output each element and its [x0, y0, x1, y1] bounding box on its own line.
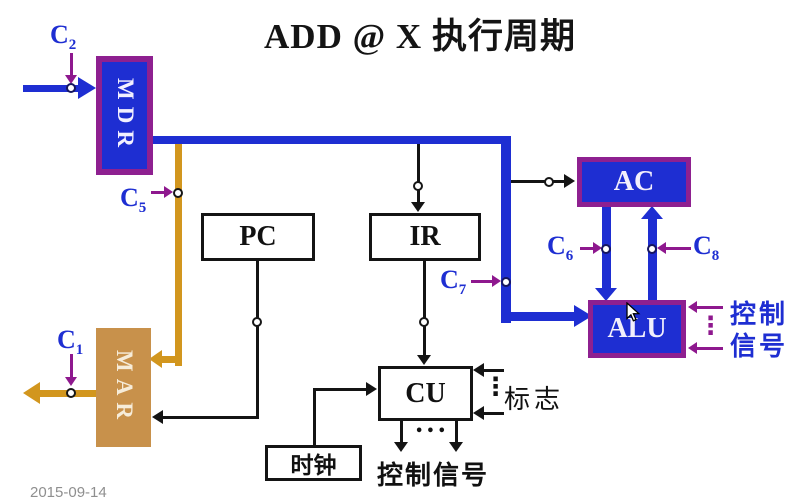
mouse-cursor-icon [626, 301, 642, 329]
c7-arrowhead [492, 275, 501, 287]
c2-arrow-line [70, 53, 73, 76]
pc-to-mar-line [163, 416, 258, 419]
alu-control-bottom-arrowhead [688, 342, 697, 354]
data-bus-horizontal [151, 136, 511, 144]
ir-line-node [413, 181, 423, 191]
c5-label: C5 [120, 183, 147, 217]
mar-output-arrowhead [23, 382, 40, 404]
mdr-block: MDR [96, 56, 153, 175]
cu-output-left-arrowhead [394, 442, 408, 452]
ac-label: AC [613, 166, 655, 197]
clock-block: 时钟 [265, 445, 362, 481]
clock-up-line [313, 388, 316, 445]
ac-input-arrowhead [564, 174, 575, 188]
mar-block: MAR [96, 328, 151, 447]
alu-block: ALU [588, 300, 686, 358]
ir-input-line [417, 144, 420, 204]
flags-text: 标志 [504, 385, 565, 414]
cu-output-left-line [400, 421, 403, 444]
c1-arrow-line [70, 354, 73, 378]
flag-input-bottom-line [481, 412, 504, 415]
pc-line-node [252, 317, 262, 327]
alu-to-ac-arrowhead [641, 206, 663, 219]
ir-to-cu-arrowhead [417, 355, 431, 365]
mdr-input-arrowhead [78, 77, 96, 99]
clock-to-cu-arrowhead [366, 382, 377, 396]
cu-block: CU [378, 366, 473, 421]
footer-date: 2015-09-14 [30, 484, 107, 500]
c7-arrow-line [471, 280, 492, 283]
alu-control-text-line2: 信号 [730, 332, 789, 361]
c5-arrow-line [151, 191, 165, 194]
ir-input-arrowhead [411, 202, 425, 212]
ac-line-node [544, 177, 554, 187]
flags-ellipsis: ⋮ [483, 372, 508, 401]
alu-control-top-line [697, 306, 723, 309]
alu-control-top-arrowhead [688, 301, 697, 313]
c1-arrowhead [65, 377, 77, 386]
clock-label: 时钟 [290, 453, 337, 478]
mar-label: MAR [111, 349, 137, 426]
c6-arrowhead [593, 242, 602, 254]
flag-input-top-arrowhead [473, 363, 484, 377]
pc-to-mar-arrowhead [152, 410, 163, 424]
c1-label: C1 [57, 325, 84, 359]
ir-to-cu-line [423, 261, 426, 356]
pc-block: PC [201, 213, 315, 261]
c2-arrowhead [65, 75, 77, 84]
c8-arrowhead [657, 242, 666, 254]
ir-cu-line-node [419, 317, 429, 327]
cu-output-right-arrowhead [449, 442, 463, 452]
cu-output-right-line [455, 421, 458, 444]
alu-to-ac-line [648, 218, 657, 300]
memory-data-input-line [23, 85, 79, 92]
c1-junction-node [66, 388, 76, 398]
data-bus-to-alu [501, 312, 577, 321]
ac-block: AC [577, 157, 691, 207]
mar-input-elbow [161, 356, 182, 363]
pc-down-line [256, 261, 259, 419]
c8-junction-node [647, 244, 657, 254]
address-bus-vertical [175, 144, 182, 366]
ir-label: IR [409, 221, 441, 252]
c2-junction-node [66, 83, 76, 93]
alu-label: ALU [607, 313, 667, 344]
flag-input-bottom-arrowhead [473, 406, 484, 420]
alu-control-ellipsis: ⋮ [698, 311, 723, 340]
cu-output-text: 控制信号 [377, 461, 490, 490]
c6-arrow-line [580, 247, 594, 250]
ir-block: IR [369, 213, 481, 261]
alu-control-bottom-line [697, 347, 723, 350]
c8-arrow-line [666, 247, 691, 250]
mdr-label: MDR [112, 77, 138, 154]
alu-input-arrowhead [574, 305, 592, 327]
page-title: ADD @ X 执行周期 [264, 17, 576, 56]
flag-input-top-line [481, 369, 504, 372]
c8-label: C8 [693, 231, 720, 265]
clock-to-cu-line [314, 388, 367, 391]
ac-to-alu-arrowhead [595, 288, 617, 301]
data-bus-vertical [501, 136, 511, 323]
cu-output-ellipsis: ••• [415, 424, 449, 439]
c7-junction-node [501, 277, 511, 287]
mar-input-arrowhead [149, 350, 162, 368]
c5-arrowhead [164, 186, 173, 198]
c7-label: C7 [440, 265, 467, 299]
alu-control-text-line1: 控制 [730, 300, 789, 329]
c2-label: C2 [50, 20, 77, 54]
c5-junction-node [173, 188, 183, 198]
c6-label: C6 [547, 231, 574, 265]
ac-input-line [511, 180, 565, 183]
pc-label: PC [239, 221, 277, 252]
cu-label: CU [405, 377, 446, 409]
c6-junction-node [601, 244, 611, 254]
